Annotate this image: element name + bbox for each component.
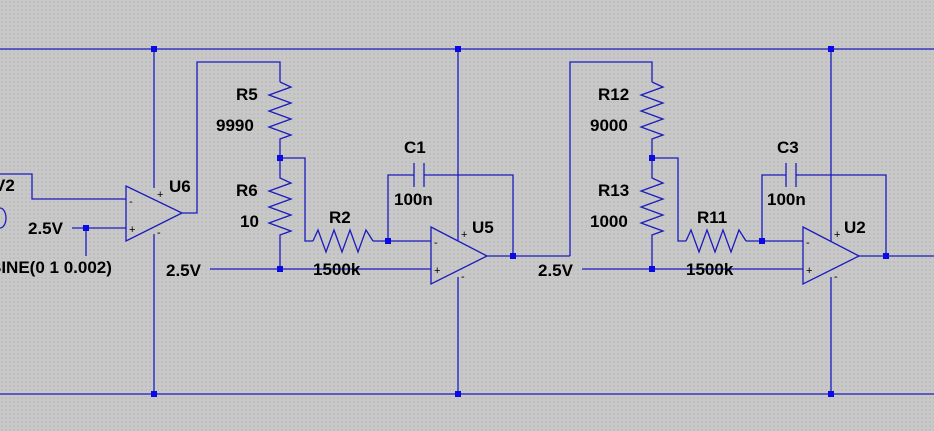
capacitor-c3[interactable] [785, 163, 797, 187]
opamp-u2-vplus-pin: + [834, 229, 840, 241]
resistor-r13[interactable] [639, 158, 665, 269]
ref-voltage-label: 2.5V [28, 219, 64, 238]
resistor-r11-label: R11 [697, 208, 727, 227]
junction-dot [151, 46, 157, 52]
resistor-r11[interactable] [685, 228, 747, 254]
opamp-u6-vplus-pin: + [157, 189, 163, 201]
junction-dot [151, 391, 157, 397]
junction-dot [455, 391, 461, 397]
resistor-r2-value: 1500k [313, 260, 361, 279]
capacitor-c3-label: C3 [777, 138, 799, 157]
capacitor-c3-value: 100n [767, 190, 806, 209]
junction-dot [883, 253, 889, 259]
junction-dot [649, 266, 655, 272]
opamp-u2-label: U2 [844, 218, 866, 237]
ref-voltage-label: 2.5V [166, 261, 202, 280]
component-labels: V2 SINE(0 1 0.002) 2.5V 2.5V 2.5V U6 U5 … [0, 85, 866, 280]
junction-dot [649, 155, 655, 161]
opamp-u5-plus-pin: + [434, 265, 440, 277]
source-v2-label: V2 [0, 176, 15, 195]
opamp-u6-vminus-pin: - [157, 227, 161, 239]
junction-dot [83, 225, 89, 231]
wires-stage-u6[interactable] [0, 49, 281, 394]
resistor-r12[interactable] [639, 81, 665, 158]
resistor-r5-label: R5 [236, 85, 258, 104]
ref-voltage-label: 2.5V [538, 261, 574, 280]
resistor-r13-label: R13 [598, 181, 629, 200]
junction-dot [828, 391, 834, 397]
resistor-r6-label: R6 [236, 181, 258, 200]
opamp-u2[interactable]: - + + - [802, 225, 861, 286]
opamp-u2-minus-pin: - [806, 237, 810, 249]
wires-stage-u2[interactable] [582, 49, 934, 394]
resistor-r2[interactable] [312, 228, 374, 254]
junction-dot [455, 46, 461, 52]
opamp-u5-minus-pin: - [434, 237, 438, 249]
capacitor-c1[interactable] [413, 163, 425, 187]
opamp-u5-label: U5 [472, 218, 494, 237]
source-v2-value: SINE(0 1 0.002) [0, 258, 112, 277]
opamp-u6-label: U6 [169, 177, 191, 196]
junction-dot [828, 46, 834, 52]
junction-dot [277, 266, 283, 272]
opamp-u6-plus-pin: + [129, 224, 135, 236]
resistor-r12-value: 9000 [590, 116, 628, 135]
resistor-r11-value: 1500k [686, 260, 734, 279]
resistor-r13-value: 1000 [590, 212, 628, 231]
opamp-u5-vminus-pin: - [461, 271, 465, 283]
junction-dot [277, 155, 283, 161]
opamp-u2-vminus-pin: - [834, 271, 838, 283]
resistor-r6[interactable] [267, 158, 293, 269]
resistor-r12-label: R12 [598, 85, 629, 104]
junction-dots [83, 46, 889, 397]
resistor-r2-label: R2 [329, 208, 351, 227]
junction-dot [385, 238, 391, 244]
resistor-r6-value: 10 [240, 212, 259, 231]
capacitor-c1-label: C1 [404, 138, 426, 157]
junction-dot [510, 253, 516, 259]
source-v2-partial[interactable] [0, 207, 7, 229]
opamp-u2-plus-pin: + [806, 265, 812, 277]
opamp-u6-minus-pin: - [129, 196, 133, 208]
opamp-u5-vplus-pin: + [461, 229, 467, 241]
capacitor-c1-value: 100n [394, 190, 433, 209]
resistor-r5-value: 9990 [216, 116, 254, 135]
wires-stage-u5[interactable] [210, 49, 653, 394]
opamp-u5[interactable]: - + + - [430, 225, 489, 286]
resistor-r5[interactable] [267, 81, 293, 158]
junction-dot [759, 238, 765, 244]
opamp-u6[interactable]: - + + - [125, 184, 184, 243]
